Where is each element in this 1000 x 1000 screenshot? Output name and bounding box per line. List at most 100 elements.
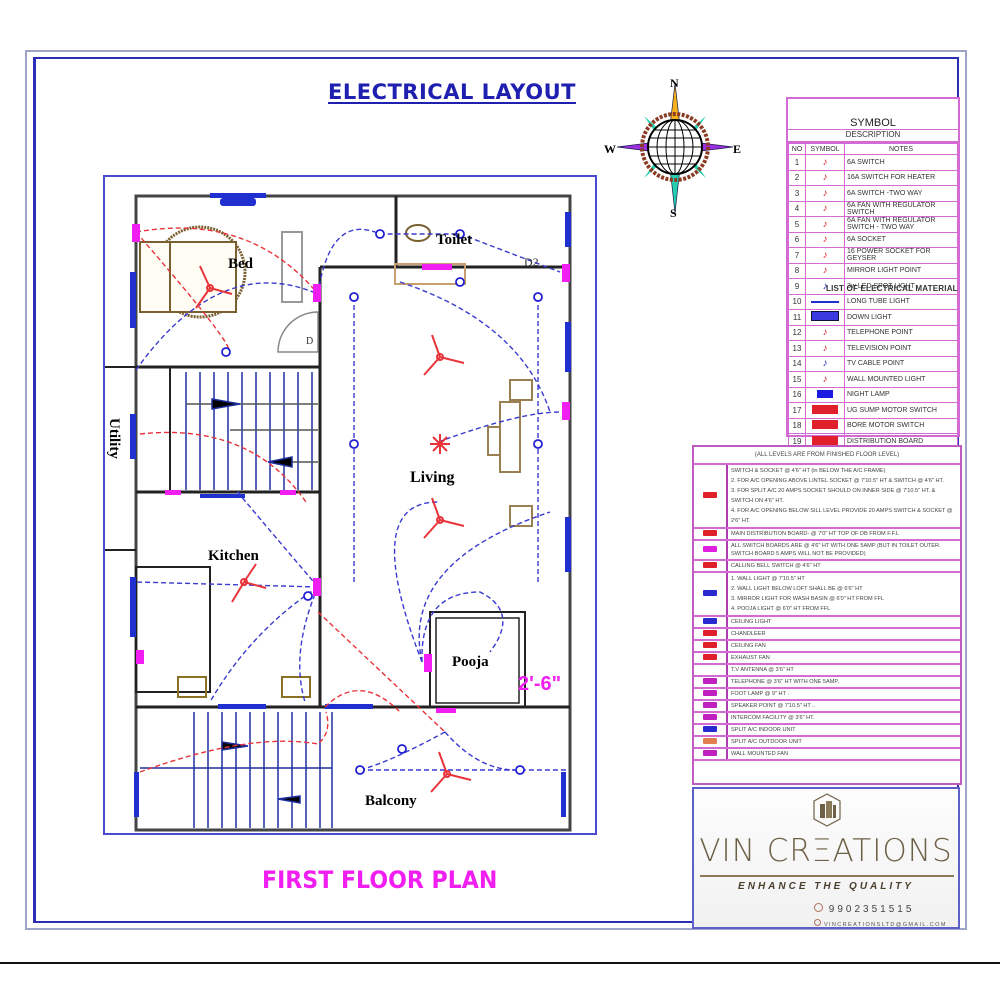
notes-row: SWITCH & SOCKET @ 4'6" HT (in BELOW THE … <box>694 464 960 529</box>
night-lamp-icon <box>817 389 833 400</box>
symbol-note: TV CABLE POINT <box>844 355 958 372</box>
ceiling-fan-icon <box>703 642 717 648</box>
notes-row: EXHAUST FAN <box>694 652 960 665</box>
notes-line: CALLING BELL SWITCH @ 4'6" HT <box>731 563 821 569</box>
symbol-row: 8 ♪ MIRROR LIGHT POINT <box>788 262 958 279</box>
notes-line: 2. FOR A/C OPENING ABOVE LINTEL SOCKET @… <box>731 478 944 484</box>
brand-name: VIN CRΞATIONS <box>699 833 953 869</box>
notes-line: 4. FOR A/C OPENING BELOW SILL LEVEL PROV… <box>731 508 953 524</box>
symbol-no: 12 <box>788 324 806 341</box>
notes-line: EXHAUST FAN <box>731 655 770 661</box>
notes-row: T.V ANTENNA @ 3'6" HT <box>694 664 960 677</box>
ceiling-light-icon <box>703 618 717 624</box>
col-header-no: NO <box>788 143 806 155</box>
notes-line: CEILING LIGHT <box>731 619 772 625</box>
notes-line: SPLIT A/C INDOOR UNIT <box>731 727 796 733</box>
split-ac-outdoor-icon <box>703 738 717 744</box>
sheet-outer-border <box>25 50 967 930</box>
symbol-no: 4 <box>788 200 806 217</box>
ceiling-fan-icons <box>195 265 472 793</box>
symbol-table-title: SYMBOL <box>788 99 958 130</box>
notes-row: SPLIT A/C INDOOR UNIT <box>694 724 960 737</box>
notes-row: CALLING BELL SWITCH @ 4'6" HT <box>694 560 960 573</box>
email-address: VINCREATIONSLTD@GMAIL.COM <box>823 922 947 928</box>
symbol-no: 5 <box>788 216 806 233</box>
door-label-d: D <box>306 336 313 347</box>
wiring-red <box>135 227 446 773</box>
bottom-rule <box>0 962 1000 964</box>
room-label-pooja: Pooja <box>452 654 489 670</box>
symbol-no: 13 <box>788 340 806 357</box>
symbol-note: 16 POWER SOCKET FOR GEYSER <box>844 247 958 264</box>
notes-row: SPLIT A/C OUTDOOR UNIT <box>694 736 960 749</box>
symbol-note: 6A FAN WITH REGULATOR SWITCH <box>844 200 958 217</box>
staircase-lower <box>140 712 333 828</box>
notes-line: CEILING FAN <box>731 643 766 649</box>
symbol-no: 2 <box>788 169 806 186</box>
symbol-note: WALL MOUNTED LIGHT <box>844 371 958 388</box>
contact-email: VINCREATIONSLTD@GMAIL.COM <box>814 919 947 928</box>
furniture <box>139 224 533 698</box>
notes-line: 2. WALL LIGHT BELOW LOFT SHALL BE @ 6'6"… <box>731 586 863 592</box>
symbol-no: 18 <box>788 417 806 434</box>
wall-mounted-light-icon: ♪ <box>822 373 828 385</box>
notes-line: FOOT LAMP @ 9" HT . <box>731 691 790 697</box>
compass-rose: N S E W <box>604 76 741 220</box>
symbol-no: 8 <box>788 262 806 279</box>
symbol-row: 4 ♪ 6A FAN WITH REGULATOR SWITCH <box>788 200 958 217</box>
switch-board-icon <box>703 546 717 552</box>
notes-line: SPLIT A/C OUTDOOR UNIT <box>731 739 802 745</box>
notes-row: SPEAKER POINT @ 7'10.5" HT .. <box>694 700 960 713</box>
phone-number: 9902351515 <box>828 904 915 915</box>
notes-line: 4. POOJA LIGHT @ 6'0" HT FROM FFL <box>731 606 831 612</box>
notes-line: T.V ANTENNA @ 3'6" HT <box>731 667 794 673</box>
symbol-note: UG SUMP MOTOR SWITCH <box>844 402 958 419</box>
symbol-legend-table: SYMBOL DESCRIPTION NO SYMBOL NOTES 1 ♪ 6… <box>786 97 960 450</box>
ug-sump-motor-switch-icon <box>812 404 838 416</box>
electrical-material-heading: LIST OF ELECTRICAL MATERIAL <box>826 284 958 293</box>
telephone-point-icon: ♪ <box>822 327 828 339</box>
symbol-note: 6A SWITCH <box>844 154 958 171</box>
compass-west-label: W <box>604 142 616 156</box>
symbol-note: DOWN LIGHT <box>844 309 958 326</box>
television-point-icon: ♪ <box>822 342 828 354</box>
drawing-title: ELECTRICAL LAYOUT <box>328 80 576 104</box>
symbol-note: LONG TUBE LIGHT <box>844 293 958 310</box>
main-db-icon <box>703 530 717 536</box>
room-label-bed: Bed <box>228 256 254 272</box>
col-header-symbol: SYMBOL <box>805 143 845 155</box>
notes-line: TELEPHONE @ 3'6" HT WITH ONE 5AMP. <box>731 679 839 685</box>
distribution-board-icon <box>812 435 838 447</box>
room-label-toilet: Toilet <box>436 232 472 248</box>
led-spot-light-icon: ♪ <box>822 280 828 292</box>
brand-divider <box>700 875 954 877</box>
room-label-utility: Utility <box>106 418 122 459</box>
notes-row: CEILING FAN <box>694 640 960 653</box>
compass-east-label: E <box>733 142 741 156</box>
notes-row: MAIN DISTRIBUTION BOARD- @ 7'0" HT TOP O… <box>694 528 960 541</box>
bedroom-door <box>277 311 319 353</box>
notes-line: 3. FOR SPLIT A/C 20 AMPS SOCKET SHOULD O… <box>731 488 936 504</box>
symbol-row: 18 BORE MOTOR SWITCH <box>788 417 958 434</box>
symbol-note: TELEVISION POINT <box>844 340 958 357</box>
chandelier-icon <box>430 434 450 454</box>
symbol-no: 17 <box>788 402 806 419</box>
6a-switch-icon: ♪ <box>822 156 828 168</box>
symbol-note: BORE MOTOR SWITCH <box>844 417 958 434</box>
notes-line: SPEAKER POINT @ 7'10.5" HT .. <box>731 703 816 709</box>
two-way-switch-icon: ♪ <box>822 187 828 199</box>
symbol-row: 15 ♪ WALL MOUNTED LIGHT <box>788 371 958 388</box>
symbol-note: 6A FAN WITH REGULATOR SWITCH - TWO WAY <box>844 216 958 233</box>
symbol-no: 11 <box>788 309 806 326</box>
notes-row: ALL SWITCH BOARDS ARE @ 4'6" HT WITH ONE… <box>694 540 960 561</box>
symbol-row: 14 ♪ TV CABLE POINT <box>788 355 958 372</box>
power-socket-icon: ♪ <box>822 249 828 261</box>
switch-board-icons <box>132 224 570 713</box>
floor-plan: Bed Toilet D2 D Utility Living Kitchen P… <box>103 175 597 835</box>
symbol-note: NIGHT LAMP <box>844 386 958 403</box>
foot-lamp-icon <box>703 690 717 696</box>
company-logo-block: VIN CRΞATIONS ENHANCE THE QUALITY 990235… <box>692 787 960 929</box>
installation-notes-table: (ALL LEVELS ARE FROM FINISHED FLOOR LEVE… <box>692 445 962 785</box>
building-logo-icon <box>813 793 841 827</box>
